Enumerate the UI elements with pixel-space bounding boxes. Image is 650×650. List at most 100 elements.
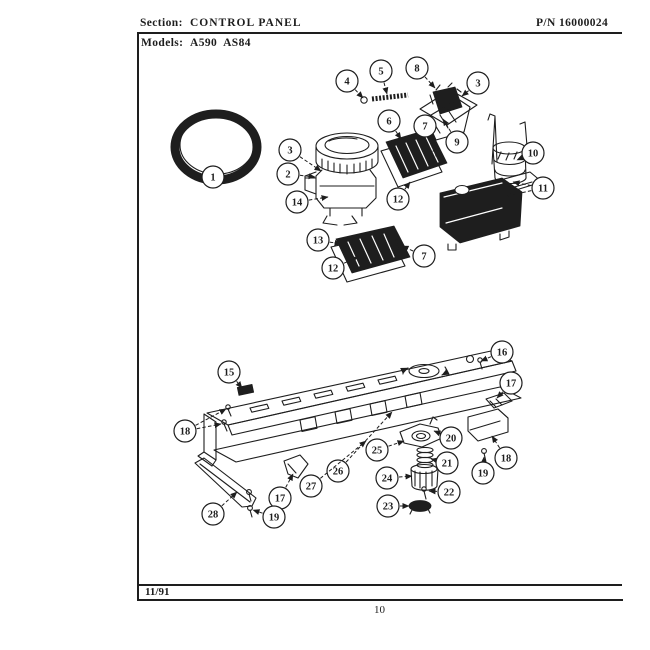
callout-circle bbox=[405, 56, 429, 80]
callout-number: 8 bbox=[414, 64, 419, 75]
callout-circle bbox=[466, 71, 490, 95]
callout-circle bbox=[278, 138, 302, 162]
callout-27: 27 bbox=[299, 440, 367, 498]
callout-circle bbox=[262, 505, 286, 529]
callout-24: 24 bbox=[375, 466, 413, 490]
callout-circle bbox=[471, 461, 495, 485]
callout-number: 17 bbox=[506, 379, 517, 390]
callout-number: 15 bbox=[224, 368, 235, 379]
callout-20: 20 bbox=[433, 426, 463, 450]
callout-circle bbox=[439, 426, 463, 450]
callout-number: 23 bbox=[383, 502, 394, 513]
part-timer bbox=[304, 132, 379, 226]
part-bracket-18-right bbox=[467, 408, 509, 442]
callout-28: 28 bbox=[201, 491, 238, 526]
callout-number: 20 bbox=[446, 434, 457, 445]
callout-9: 9 bbox=[442, 118, 469, 154]
callout-leader bbox=[461, 89, 470, 97]
callout-leader bbox=[403, 181, 411, 190]
callout-16: 16 bbox=[480, 340, 514, 364]
callout-21: 21 bbox=[430, 451, 459, 475]
callout-circle bbox=[412, 244, 436, 268]
callout-number: 7 bbox=[422, 122, 427, 133]
callout-circle bbox=[435, 451, 459, 475]
callout-circle bbox=[285, 190, 309, 214]
part-knob-bracket-25 bbox=[399, 416, 443, 448]
callout-circle bbox=[413, 114, 437, 138]
callout-number: 24 bbox=[382, 474, 393, 485]
callout-number: 25 bbox=[372, 446, 383, 457]
callout-leader bbox=[398, 473, 413, 480]
callout-8: 8 bbox=[405, 56, 436, 89]
part-transformer bbox=[439, 177, 523, 251]
callout-number: 13 bbox=[313, 236, 324, 247]
callout-number: 19 bbox=[269, 513, 280, 524]
callout-15: 15 bbox=[217, 360, 243, 389]
callout-number: 3 bbox=[287, 146, 292, 157]
callout-circle bbox=[321, 256, 345, 280]
callout-number: 22 bbox=[444, 488, 455, 499]
callout-number: 7 bbox=[421, 252, 426, 263]
callout-leader bbox=[401, 245, 414, 252]
part-switch-block-upper bbox=[380, 128, 448, 188]
section-label: Section: bbox=[140, 17, 183, 29]
callout-26: 26 bbox=[326, 411, 393, 483]
callout-number: 16 bbox=[497, 348, 508, 359]
callout-number: 5 bbox=[378, 67, 383, 78]
callout-12: 12 bbox=[386, 181, 411, 211]
callout-17: 17 bbox=[496, 371, 523, 399]
callout-leader bbox=[195, 408, 227, 426]
part-number: P/N 16000024 bbox=[536, 17, 609, 29]
callout-circle bbox=[201, 502, 225, 526]
callout-leader bbox=[506, 190, 532, 198]
callout-circle bbox=[376, 494, 400, 518]
part-screw-7-lower bbox=[393, 235, 402, 254]
callout-circle bbox=[445, 130, 469, 154]
callout-circle bbox=[299, 474, 323, 498]
part-switch bbox=[419, 82, 478, 126]
callout-circle bbox=[437, 480, 461, 504]
callout-number: 4 bbox=[344, 77, 350, 88]
callout-13: 13 bbox=[306, 228, 342, 252]
callout-circle bbox=[499, 371, 523, 395]
callout-25: 25 bbox=[365, 438, 405, 462]
part-screw-18a bbox=[221, 419, 228, 432]
callout-circle bbox=[490, 340, 514, 364]
callout-11: 11 bbox=[506, 176, 555, 200]
models-value: A590 AS84 bbox=[190, 37, 251, 49]
models-label: Models: bbox=[141, 37, 184, 49]
callout-number: 14 bbox=[292, 198, 303, 209]
callout-circle bbox=[531, 176, 555, 200]
callout-leader bbox=[308, 195, 329, 201]
callout-14: 14 bbox=[285, 190, 329, 214]
part-water-valve bbox=[487, 113, 528, 185]
callout-18: 18 bbox=[173, 408, 227, 443]
callout-7: 7 bbox=[401, 244, 436, 268]
callout-number: 27 bbox=[306, 482, 317, 493]
part-screw-16 bbox=[477, 357, 483, 370]
callout-circle bbox=[217, 360, 241, 384]
callout-number: 12 bbox=[393, 195, 404, 206]
callout-2: 2 bbox=[276, 162, 316, 186]
callout-circle bbox=[365, 438, 389, 462]
callout-leader bbox=[343, 256, 359, 264]
callout-12: 12 bbox=[321, 256, 359, 280]
page-number: 10 bbox=[374, 604, 385, 616]
callout-circle bbox=[375, 466, 399, 490]
callout-6: 6 bbox=[377, 109, 402, 140]
callout-19: 19 bbox=[252, 505, 286, 529]
callout-circle bbox=[377, 109, 401, 133]
callout-leader bbox=[299, 156, 322, 172]
callout-leader bbox=[354, 89, 364, 99]
callout-number: 1 bbox=[210, 173, 215, 184]
callout-leader bbox=[480, 355, 492, 362]
callout-number: 6 bbox=[386, 117, 391, 128]
callout-leader bbox=[285, 473, 294, 488]
callout-leader bbox=[427, 132, 434, 141]
callout-circle bbox=[326, 459, 350, 483]
callout-3: 3 bbox=[278, 138, 322, 172]
callout-number: 9 bbox=[454, 138, 459, 149]
header-rule bbox=[137, 32, 622, 34]
callout-18: 18 bbox=[491, 435, 518, 470]
